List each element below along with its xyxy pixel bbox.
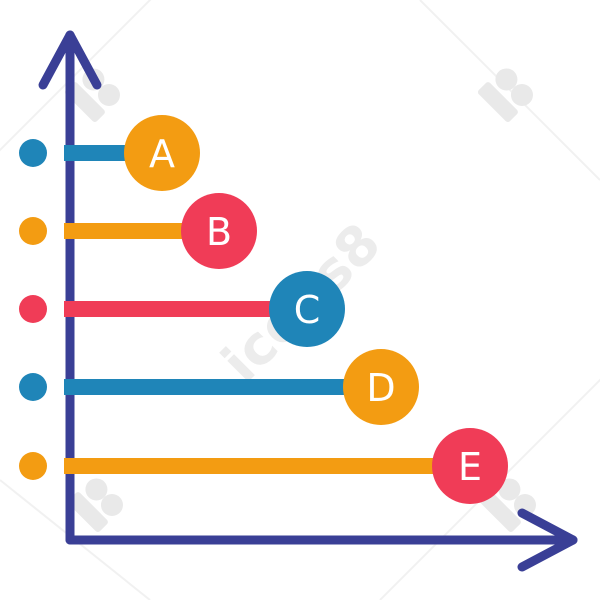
bar-end-circle-e (432, 428, 508, 504)
legend-dot-a (19, 139, 47, 167)
bar-label-b: B (206, 210, 232, 254)
bar-end-circle-c (269, 271, 345, 347)
bar-b (64, 223, 219, 239)
bar-label-c: C (294, 288, 321, 332)
bar-c (64, 301, 307, 317)
bar-label-e: E (458, 445, 482, 489)
bar-end-circle-b (181, 193, 257, 269)
bar-end-circle-d (343, 349, 419, 425)
x-axis-arrowhead (517, 508, 578, 572)
bars-layer: AB C D E (19, 115, 508, 504)
bar-e (64, 458, 470, 474)
watermark-logo-top-right (477, 68, 533, 123)
legend-dot-c (19, 295, 47, 323)
watermark-logo-bottom-right (480, 478, 536, 533)
legend-dot-d (19, 373, 47, 401)
bar-label-d: D (366, 366, 395, 410)
bar-label-a: A (149, 132, 175, 176)
legend-dot-e (19, 452, 47, 480)
axes (38, 30, 578, 572)
bar-d (64, 379, 381, 395)
y-axis-arrowhead (38, 30, 102, 90)
bar-end-circle-a (124, 115, 200, 191)
watermark-logo-bottom-left (67, 478, 123, 533)
legend-dot-b (19, 217, 47, 245)
